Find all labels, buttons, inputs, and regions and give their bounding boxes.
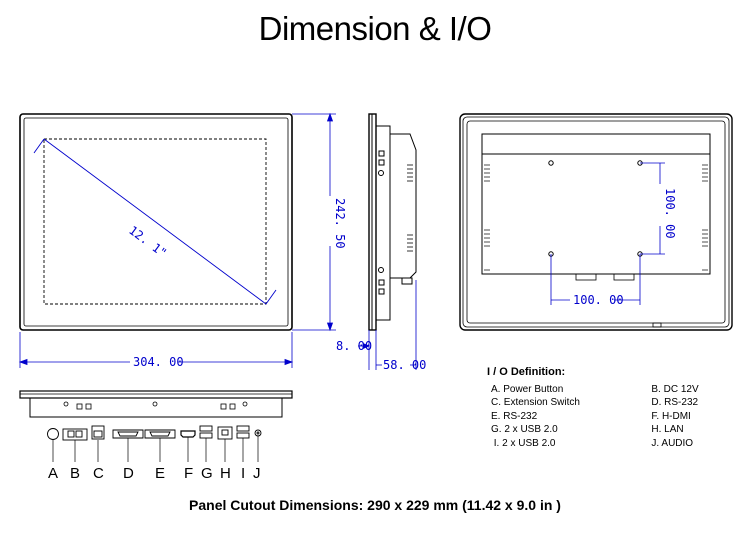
- io-item: H. LAN: [651, 424, 684, 435]
- port-label-h: H: [220, 465, 231, 482]
- port-label-d: D: [123, 465, 134, 482]
- rs232-port-e: [144, 429, 176, 439]
- depth-dimensions: [358, 280, 417, 370]
- io-row: E. RS-232 F. H-DMI: [487, 410, 737, 424]
- width-dimension: [18, 332, 294, 368]
- bezel-depth-label: 8. 00: [336, 339, 372, 353]
- io-item: F. H-DMI: [651, 410, 691, 422]
- port-label-i: I: [241, 465, 245, 482]
- port-letters: A B C D E F G H I J: [48, 465, 261, 482]
- port-label-j: J: [253, 465, 261, 482]
- port-label-c: C: [93, 465, 104, 482]
- io-row: I. 2 x USB 2.0 J. AUDIO: [487, 437, 737, 451]
- usb-port-i1: [236, 425, 250, 432]
- total-depth-label: 58. 00: [383, 358, 426, 372]
- io-row: C. Extension Switch D. RS-232: [487, 396, 737, 410]
- port-label-a: A: [48, 465, 58, 482]
- width-label: 304. 00: [133, 355, 184, 369]
- io-item: B. DC 12V: [651, 383, 699, 395]
- page-title: Dimension & I/O: [258, 10, 492, 47]
- dc-port: [62, 428, 88, 441]
- hdmi-port: [180, 430, 196, 438]
- usb-port-g2: [199, 432, 213, 439]
- io-row: G. 2 x USB 2.0 H. LAN: [487, 423, 737, 437]
- diagonal-line: [43, 138, 267, 305]
- panel-cutout-note: Panel Cutout Dimensions: 290 x 229 mm (1…: [189, 497, 561, 513]
- side-view: [368, 113, 417, 331]
- io-ports: [47, 425, 262, 441]
- switch-port: [91, 425, 105, 440]
- io-row: A. Power Button B. DC 12V: [487, 383, 737, 397]
- port-label-g: G: [201, 465, 213, 482]
- front-bezel-outer: [19, 113, 293, 331]
- io-item: A. Power Button: [491, 383, 564, 395]
- bottom-io-view: [19, 390, 293, 418]
- height-dimension: [292, 112, 336, 332]
- vesa-vertical-label: 100. 00: [663, 188, 677, 239]
- port-label-f: F: [184, 465, 193, 482]
- diagonal-label: 12. 1": [126, 223, 169, 260]
- io-item: C. Extension Switch: [491, 397, 580, 408]
- port-leaders: [52, 436, 259, 462]
- io-item: E. RS-232: [491, 410, 538, 422]
- io-item: D. RS-232: [651, 397, 699, 408]
- io-definition: I / O Definition: A. Power Button B. DC …: [487, 366, 737, 450]
- audio-port: [254, 429, 262, 437]
- usb-port-i2: [236, 432, 250, 439]
- front-bezel-inner: [23, 117, 289, 327]
- active-area: [43, 138, 267, 305]
- vesa-dimensions: [550, 162, 665, 305]
- port-label-b: B: [70, 465, 80, 482]
- usb-port-g1: [199, 425, 213, 432]
- io-item: I. 2 x USB 2.0: [491, 437, 556, 449]
- rs232-port-d: [112, 429, 144, 439]
- vesa-horizontal-label: 100. 00: [573, 293, 624, 307]
- io-item: J. AUDIO: [651, 437, 694, 449]
- lan-port: [217, 426, 233, 440]
- port-label-e: E: [155, 465, 165, 482]
- front-view: [19, 113, 293, 331]
- height-label: 242. 50: [333, 198, 347, 249]
- io-item: G. 2 x USB 2.0: [491, 424, 558, 435]
- io-definition-title: I / O Definition:: [487, 366, 566, 378]
- power-button-port: [47, 428, 59, 440]
